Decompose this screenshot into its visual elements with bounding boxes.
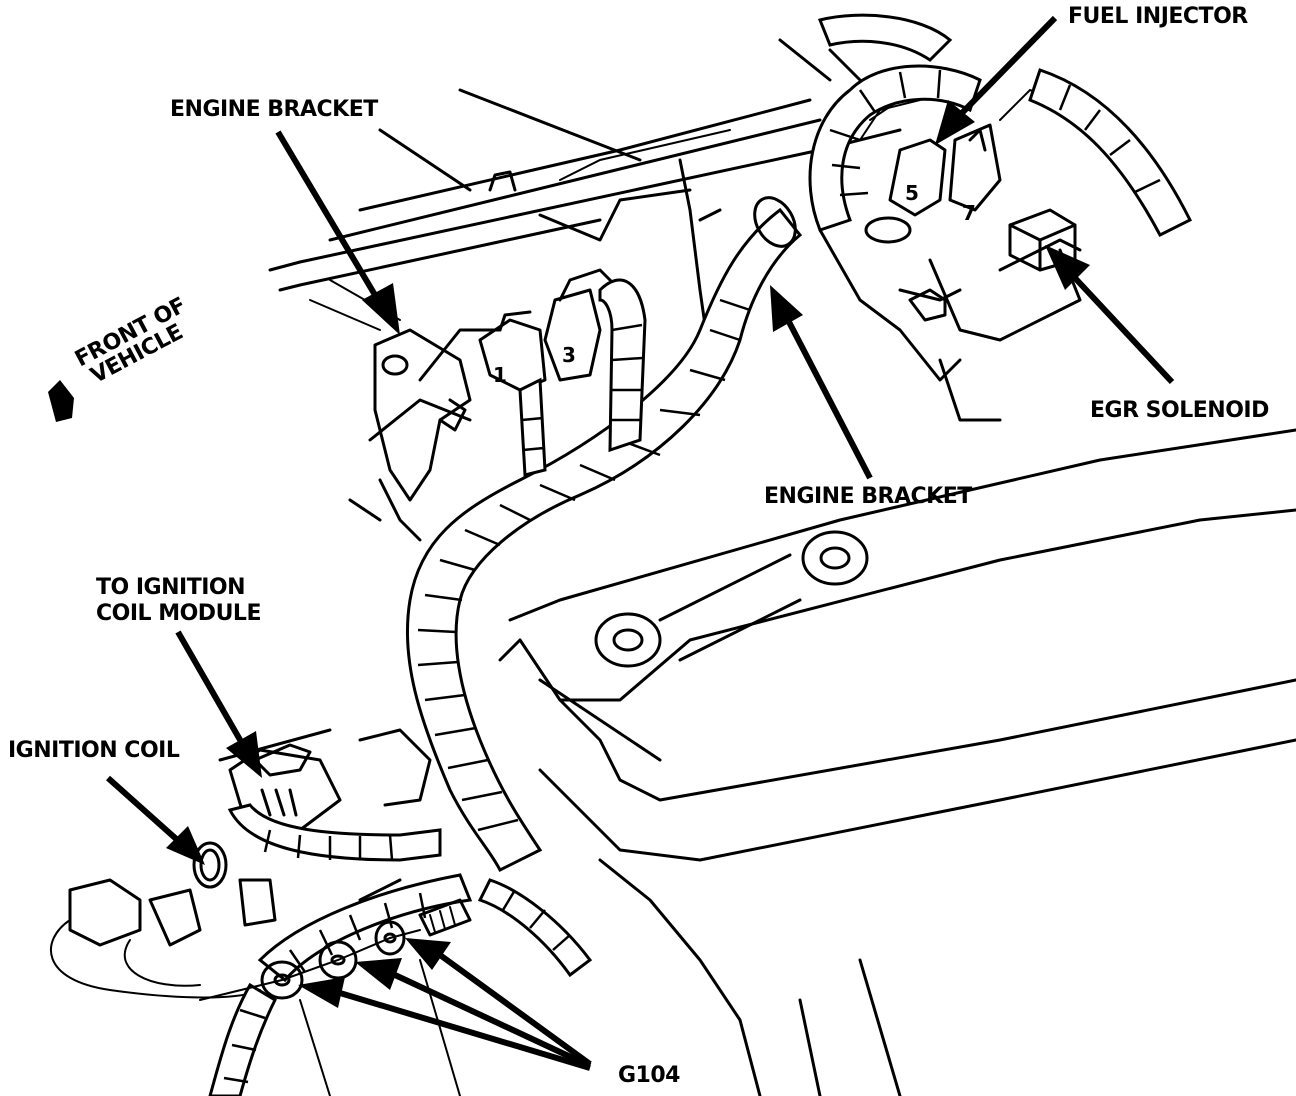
ignition-coil-arrow bbox=[106, 775, 185, 848]
front-of-vehicle-arrow-icon bbox=[48, 380, 74, 422]
connector-number-1: 1 bbox=[493, 363, 507, 387]
ignition-coil-assembly bbox=[49, 728, 442, 999]
engine-bracket-left bbox=[373, 328, 472, 502]
engine-bracket-top-arrow bbox=[275, 130, 381, 302]
ground-bolt bbox=[418, 898, 472, 937]
fuel-injector-arrow bbox=[957, 15, 1058, 118]
engine-bracket-middle-arrow bbox=[785, 318, 873, 480]
branch-harness bbox=[518, 278, 647, 477]
connector-number-5: 5 bbox=[905, 181, 919, 205]
upper-harness bbox=[808, 13, 1193, 237]
label-engine-bracket-middle: ENGINE BRACKET bbox=[764, 484, 972, 509]
label-egr-solenoid: EGR SOLENOID bbox=[1090, 398, 1269, 423]
g104-arrow-3 bbox=[438, 952, 592, 1067]
main-wiring-harness bbox=[405, 196, 803, 873]
connector-number-3: 3 bbox=[562, 343, 576, 367]
ground-harness bbox=[199, 873, 593, 1096]
callout-arrows bbox=[106, 15, 1175, 1071]
ground-eyelet-3 bbox=[374, 920, 406, 956]
label-g104: G104 bbox=[618, 1063, 680, 1088]
egr-solenoid-arrow bbox=[1072, 275, 1175, 385]
injector-connectors-left: 1 3 bbox=[478, 268, 622, 392]
label-engine-bracket-top: ENGINE BRACKET bbox=[170, 97, 378, 122]
label-fuel-injector: FUEL INJECTOR bbox=[1068, 4, 1248, 29]
label-to-ignition-coil-module-line1: TO IGNITION bbox=[96, 575, 246, 600]
g104-arrow-1 bbox=[339, 990, 591, 1071]
label-to-ignition-coil-module-line2: COIL MODULE bbox=[96, 601, 261, 626]
ignition-coil-module-arrow bbox=[175, 630, 246, 747]
ground-eyelet-1 bbox=[260, 960, 304, 1000]
label-to-ignition-coil-module: TO IGNITION COIL MODULE bbox=[96, 575, 261, 627]
rocker-cover bbox=[498, 428, 1296, 1096]
connector-number-7: 7 bbox=[962, 201, 976, 225]
label-ignition-coil: IGNITION COIL bbox=[8, 738, 180, 763]
ground-eyelet-2 bbox=[318, 940, 358, 980]
g104-arrow-2 bbox=[393, 972, 592, 1069]
